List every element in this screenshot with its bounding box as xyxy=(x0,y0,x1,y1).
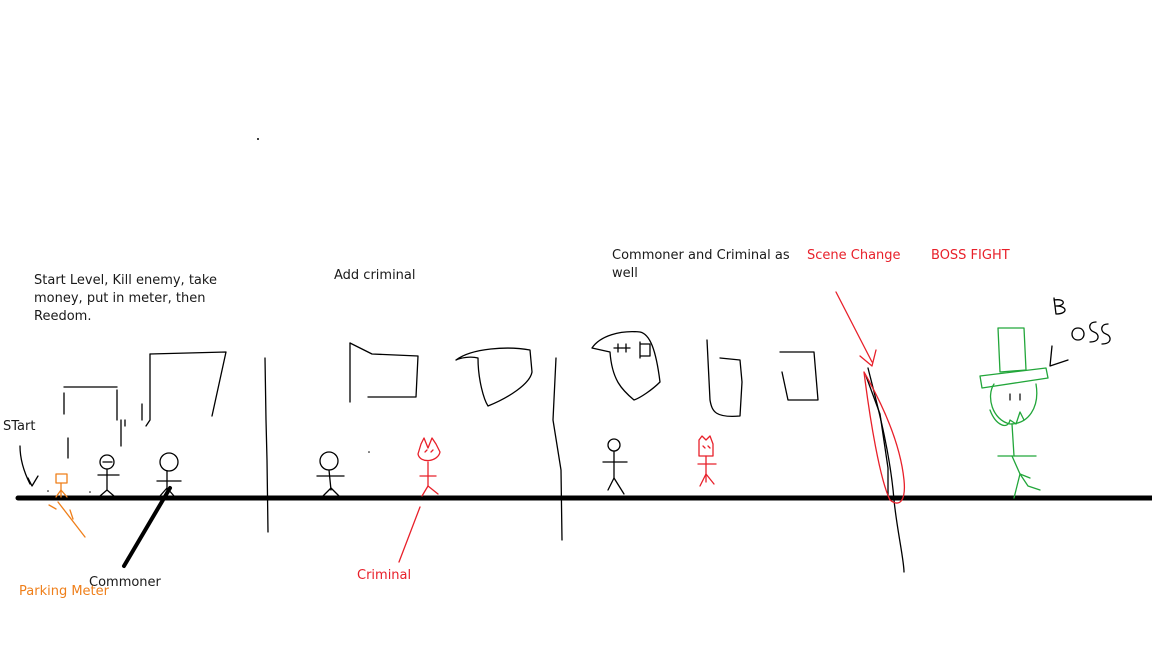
label-boss-fight: BOSS FIGHT xyxy=(931,248,1010,263)
scene-change-transition xyxy=(835,291,906,573)
criminal-figure-2 xyxy=(697,435,717,487)
level-divider-1 xyxy=(264,357,269,533)
start-arrow xyxy=(19,445,39,487)
criminal-figure-1 xyxy=(398,437,441,563)
note-add-criminal: Add criminal xyxy=(334,268,416,283)
parking-meter xyxy=(48,473,86,538)
label-criminal: Criminal xyxy=(357,568,412,583)
building-3 xyxy=(591,330,819,418)
stray-dot xyxy=(257,138,259,140)
level-divider-2 xyxy=(552,357,563,541)
label-scene-change: Scene Change xyxy=(807,248,901,263)
commoner-figure-4 xyxy=(602,438,628,495)
building-1 xyxy=(63,351,227,459)
commoner-figure-2 xyxy=(156,452,182,497)
label-parking-meter: Parking Meter xyxy=(19,584,109,599)
label-commoner: Commoner xyxy=(89,575,161,590)
label-start: STart xyxy=(3,419,36,434)
commoner-figure-1 xyxy=(97,454,120,497)
building-2 xyxy=(349,342,533,407)
note-start-level: Start Level, Kill enemy, take money, put… xyxy=(34,273,217,324)
boss-handwriting xyxy=(1049,297,1111,367)
note-commoner-and-criminal: Commoner and Criminal as well xyxy=(612,248,790,281)
commoner-pointer xyxy=(122,486,172,568)
boss-face xyxy=(1009,393,1021,401)
commoner-figure-3 xyxy=(316,451,345,497)
boss-figure xyxy=(979,327,1049,499)
